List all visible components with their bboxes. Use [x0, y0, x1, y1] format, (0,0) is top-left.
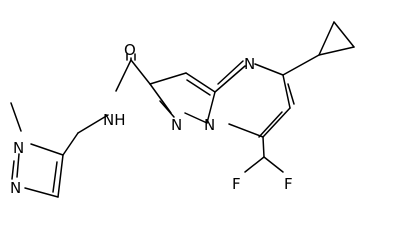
- methylpyrazole-n2-label: N: [10, 179, 21, 197]
- fluorine-right-label: F: [284, 175, 293, 193]
- pyrazole-n-bottom-label: N: [171, 116, 182, 134]
- fluorine-left-label: F: [232, 175, 241, 193]
- bonds-cyclopropyl: [282, 21, 355, 76]
- atom-labels: O NH N N N F F N N: [10, 41, 293, 197]
- bonds-methylpyrazole: [10, 102, 64, 198]
- pyrazole-n-top-label: N: [244, 55, 255, 73]
- methylpyrazole-n1-label: N: [13, 139, 24, 157]
- chemical-structure: O NH N N N F F N N: [10, 21, 355, 198]
- carbonyl-oxygen-label: O: [124, 41, 136, 59]
- bonds-amide: [115, 53, 151, 92]
- amide-nh-label: NH: [103, 111, 126, 129]
- bonds-core: [149, 60, 295, 138]
- structure-canvas: O NH N N N F F N N: [10, 21, 355, 198]
- bonds-difluoromethyl: [244, 136, 284, 173]
- pyrazole-n-bridge-label: N: [204, 116, 215, 134]
- bonds-linker: [62, 114, 109, 156]
